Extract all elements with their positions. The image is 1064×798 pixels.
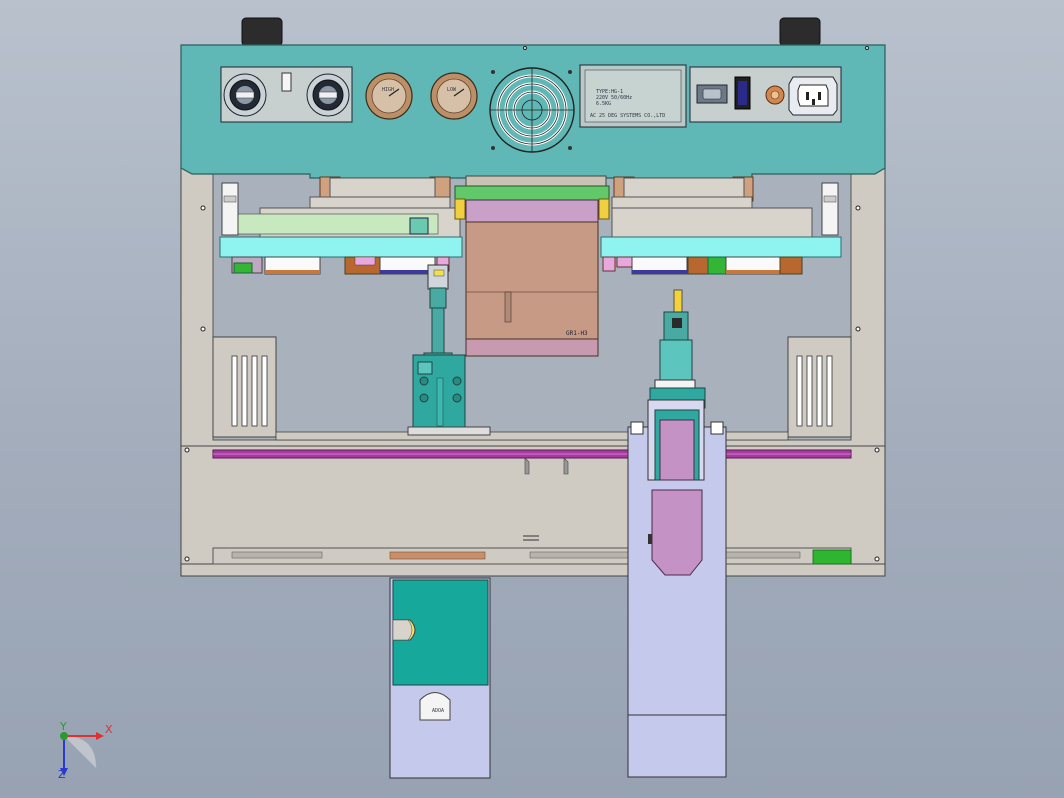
lower-left-box: ADOA [389, 577, 491, 779]
nameplate: TYPE:HG-1 220V 50/60Hz 6.5KG AC 25 DEG S… [579, 64, 687, 128]
nameplate-line2: 220V 50/60Hz [596, 95, 632, 101]
left-knob[interactable] [241, 17, 283, 47]
power-inlet-icon[interactable] [788, 76, 838, 116]
power-section [689, 66, 842, 123]
gauge-low-label: LOW [447, 87, 457, 93]
left-vent-panel [212, 336, 277, 438]
right-heat-platen [600, 176, 842, 275]
base-plate [275, 431, 789, 441]
right-slide-assembly [627, 399, 727, 778]
temperature-controller [220, 66, 353, 123]
right-vent-panel [787, 336, 852, 438]
axis-x-label: X [105, 723, 113, 736]
fuse-icon[interactable] [765, 85, 785, 105]
nameplate-footer: AC 25 DEG SYSTEMS CO.,LTD [590, 113, 665, 119]
axis-z-label: Z [58, 768, 66, 781]
left-heat-platen [219, 176, 463, 275]
pressure-gauge-low-icon: LOW [430, 72, 478, 120]
power-switch-icon[interactable] [734, 76, 751, 110]
right-knob[interactable] [779, 17, 821, 47]
indicator-lamp [281, 72, 292, 92]
fan-grille-icon [489, 67, 575, 153]
nameplate-line1: TYPE:HG-1 [596, 89, 623, 95]
gauge-high-label: HIGH [382, 87, 394, 93]
left-cylinder [407, 264, 491, 436]
axis-y-label: Y [59, 720, 67, 733]
dial-left-icon[interactable] [223, 73, 267, 117]
axis-triad-icon: X Y Z [58, 720, 113, 781]
box-label: ADOA [432, 708, 444, 714]
nameplate-line3: 6.5KG [596, 101, 611, 107]
mold-label: GR1-H3 [566, 330, 588, 337]
center-mold: GR1-H3 [454, 175, 610, 357]
serial-port-icon [696, 84, 728, 104]
dial-right-icon[interactable] [306, 73, 350, 117]
pressure-gauge-high-icon: HIGH [365, 72, 413, 120]
